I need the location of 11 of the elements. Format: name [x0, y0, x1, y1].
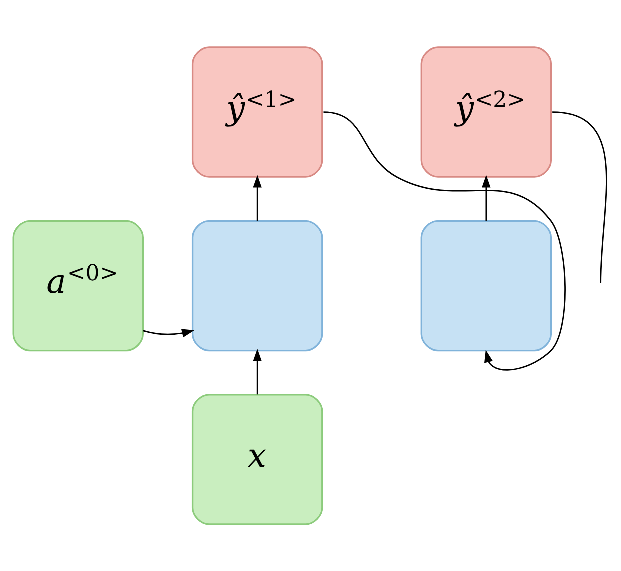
arrow [253, 348, 262, 394]
node-box: a$^{<0>}$ [12, 220, 144, 352]
node-box: ŷ$^{<1>}$ [192, 46, 324, 178]
node-box [420, 220, 552, 352]
arrow [143, 328, 195, 338]
arrow [482, 174, 491, 220]
node-box: ŷ$^{<2>}$ [420, 46, 552, 178]
node-box [192, 220, 324, 352]
arrow [253, 174, 262, 220]
node-box: x [192, 394, 324, 525]
connector [552, 111, 608, 283]
